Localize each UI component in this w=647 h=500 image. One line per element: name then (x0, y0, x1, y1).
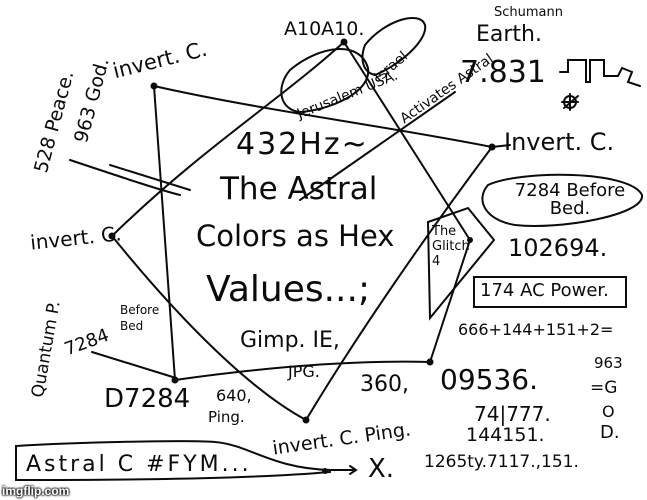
center-the-astral: The Astral (220, 171, 378, 207)
label-right-node: Invert. C. (504, 128, 615, 156)
israel-oval (361, 16, 427, 77)
number-102694: 102694. (508, 234, 608, 262)
node-bottom-right (426, 358, 434, 366)
sum-result-963: 963 (594, 354, 623, 372)
line-beforebed-left (91, 351, 177, 379)
center-colors-as-hex: Colors as Hex (196, 219, 395, 253)
ping-text: Ping. (208, 408, 245, 426)
x-marker: X. (368, 454, 395, 484)
node-top (340, 38, 348, 46)
schumann-wave (559, 59, 641, 87)
line-top-left (111, 41, 345, 237)
node-right (488, 143, 496, 151)
astral-box-text: Astral C #FYM... (26, 452, 252, 477)
imgflip-watermark: imgflip.com (2, 484, 70, 498)
line-left-bottom (111, 235, 307, 421)
line-topleft-bottomleft (153, 85, 176, 381)
node-bottom-left (171, 376, 179, 384)
glitch-box (426, 206, 496, 321)
ac-power-box (473, 276, 627, 308)
label-bottom-left-node: D7284 (104, 384, 191, 414)
schumann-text: Schumann (494, 5, 563, 20)
god-letter-d: D. (600, 422, 620, 443)
node-bottom (302, 416, 310, 424)
before-bed-oval (481, 173, 643, 227)
line-left-diagonal (69, 159, 181, 196)
center-gimp-ie: Gimp. IE, (240, 328, 340, 353)
number-1265-7117-151: 1265ty.7117.,151. (424, 452, 579, 472)
label-top-node: A10A10. (284, 18, 365, 40)
line-glitch-bottomright (429, 239, 471, 363)
glitch-text: The Glitch 4 (432, 224, 470, 269)
line-cross-topleft (109, 164, 191, 191)
arrow-to-x (325, 465, 358, 475)
640-text: 640, (216, 386, 252, 405)
line-right-bottom (305, 146, 493, 421)
earth-text: Earth. (476, 22, 542, 47)
line-topleft-right (153, 85, 493, 148)
frequency-7831: 7.831 (460, 55, 546, 90)
line-activates (299, 91, 456, 201)
360-text: 360, (360, 372, 409, 397)
number-741777: 74|777. (474, 402, 551, 426)
left-before-bed-text: Before Bed (120, 303, 160, 333)
number-144151: 144151. (466, 424, 545, 446)
label-bottom-right-node: 09536. (440, 363, 538, 396)
god-letter-g: =G (590, 378, 618, 398)
god-letter-o: O (602, 402, 615, 421)
node-left (108, 232, 116, 240)
jerusalem-oval (280, 48, 370, 114)
sum-equation: 666+144+151+2= (458, 320, 614, 339)
ac-power-text: 174 AC Power. (480, 280, 609, 301)
node-arrow (322, 468, 328, 474)
center-values: Values...; (206, 269, 371, 310)
node-top-left (150, 82, 158, 90)
center-jpg: JPG. (288, 362, 320, 381)
center-432hz: 432Hz~ (236, 127, 369, 162)
line-bottomleft-bottomright (174, 360, 431, 381)
before-bed-oval-text: 7284 Before Bed. (514, 180, 626, 219)
astral-box (15, 440, 331, 482)
node-glitch (467, 237, 473, 243)
